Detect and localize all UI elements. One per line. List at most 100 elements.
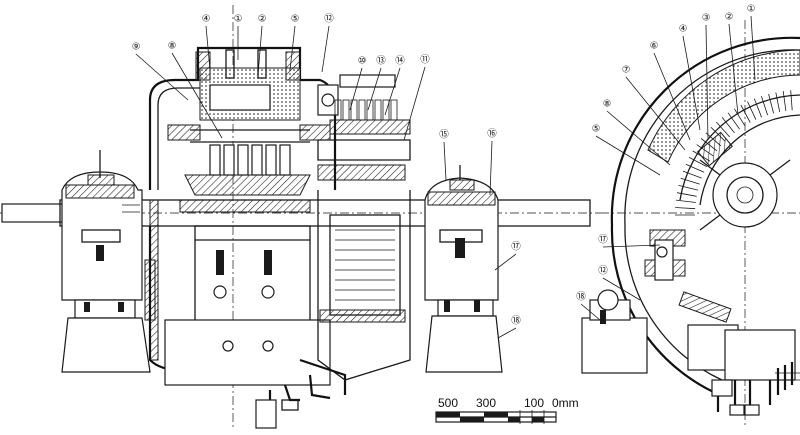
callout-leader-line <box>750 15 756 81</box>
callout-leader-line <box>497 327 517 339</box>
callout-leader-line <box>580 303 601 321</box>
callout-side-view: ⑭ <box>384 56 405 116</box>
core-tooth <box>790 90 793 111</box>
callout-leader-line <box>494 253 517 271</box>
callout-number: ① <box>747 4 756 15</box>
rotor <box>164 199 331 386</box>
callout-side-view: ⑬ <box>367 56 386 111</box>
core-tooth <box>688 157 707 167</box>
side-view <box>0 5 600 430</box>
callout-number: ⑬ <box>376 56 386 67</box>
rotor-hub <box>712 162 778 228</box>
callout-leader-line <box>205 25 211 71</box>
callout-leader-line <box>443 141 447 181</box>
callout-leader-line <box>135 53 189 101</box>
callout-side-view: ⑱ <box>497 316 521 339</box>
callout-side-view: ⑮ <box>439 130 449 181</box>
callout-end-view: ⑱ <box>576 292 601 321</box>
callout-end-view: ⑧ <box>603 99 671 166</box>
callout-number: ⑫ <box>324 14 334 25</box>
callout-leader-line <box>728 23 739 116</box>
callout-number: ⑦ <box>622 65 631 76</box>
core-tooth <box>782 91 787 112</box>
callout-leader-line <box>489 140 493 196</box>
callout-number: ⑤ <box>291 14 300 25</box>
callout-leader-line <box>625 76 686 151</box>
core-tooth <box>675 199 696 203</box>
core-tooth <box>716 121 730 138</box>
core-tooth <box>676 192 697 197</box>
callout-number: ④ <box>202 14 211 25</box>
callout-leader-line <box>403 66 426 141</box>
callout-number: ⑥ <box>650 41 659 52</box>
callout-number: ⑰ <box>598 235 608 246</box>
right-bearing-pedestal <box>424 165 503 373</box>
callout-number: ⑰ <box>511 242 521 253</box>
callout-end-view: ⑫ <box>598 266 641 301</box>
callout-number: ⑨ <box>132 42 141 53</box>
callout-leader-line <box>367 67 382 111</box>
callout-end-view: ⑦ <box>622 65 686 151</box>
callout-side-view: ⑤ <box>289 14 300 71</box>
end-view-terminals <box>711 329 800 416</box>
callout-side-view: ⑧ <box>168 41 223 139</box>
core-tooth <box>685 163 705 173</box>
callout-number: ⑱ <box>576 292 586 303</box>
callout-end-view: ⑥ <box>650 41 691 141</box>
scale-label: 300 <box>476 396 496 410</box>
core-tooth <box>747 101 757 120</box>
callout-end-view: ⑤ <box>592 124 661 176</box>
callout-leader-line <box>595 135 661 176</box>
scale-label: 100 <box>524 396 544 410</box>
callout-number: ⑫ <box>598 266 608 277</box>
callout-side-view: ⑰ <box>494 242 521 271</box>
callout-leader-line <box>257 25 263 76</box>
callout-leader-line <box>602 244 661 248</box>
callout-number: ④ <box>679 24 688 35</box>
callout-leader-line <box>606 110 671 166</box>
callout-number: ⑤ <box>592 124 601 135</box>
callout-side-view: ① <box>234 14 243 60</box>
main-shaft <box>59 199 591 227</box>
callout-leader-line <box>682 35 701 131</box>
brush-gear <box>317 74 411 181</box>
core-tooth <box>740 104 751 123</box>
left-bearing-pedestal <box>61 150 151 373</box>
frame-inner-arc <box>624 49 800 226</box>
end-view-foot <box>581 317 648 374</box>
frame-outer-arc <box>610 36 800 226</box>
core-tooth <box>721 117 735 134</box>
callout-side-view: ⑨ <box>132 42 189 101</box>
callout-number: ③ <box>702 13 711 24</box>
callout-side-view: ⑯ <box>487 129 497 196</box>
callout-number: ② <box>258 14 267 25</box>
cable-outlets <box>255 374 331 429</box>
core-tooth <box>733 108 746 126</box>
core-tooth <box>680 177 700 185</box>
callout-leader-line <box>384 67 401 116</box>
callout-end-view: ② <box>725 12 739 116</box>
callout-number: ⑩ <box>358 56 367 67</box>
core-teeth-arc <box>679 94 800 201</box>
callout-side-view: ② <box>257 14 267 76</box>
callout-end-view: ⑰ <box>598 235 661 248</box>
stator-core <box>167 49 331 196</box>
end-view <box>581 20 800 425</box>
core-tooth <box>675 207 696 210</box>
core-tooth <box>682 170 702 179</box>
core-tooth <box>727 112 740 130</box>
callout-leader-line <box>349 67 363 111</box>
callout-end-view: ③ <box>702 13 711 141</box>
callout-side-view: ⑫ <box>321 14 334 73</box>
callout-number: ① <box>234 14 243 25</box>
callout-leader-line <box>705 24 709 141</box>
callout-end-view: ④ <box>679 24 701 131</box>
core-tooth <box>775 92 781 113</box>
stator-winding-end <box>647 49 800 163</box>
callout-leader-line <box>321 25 330 73</box>
callout-leader-line <box>171 52 223 139</box>
